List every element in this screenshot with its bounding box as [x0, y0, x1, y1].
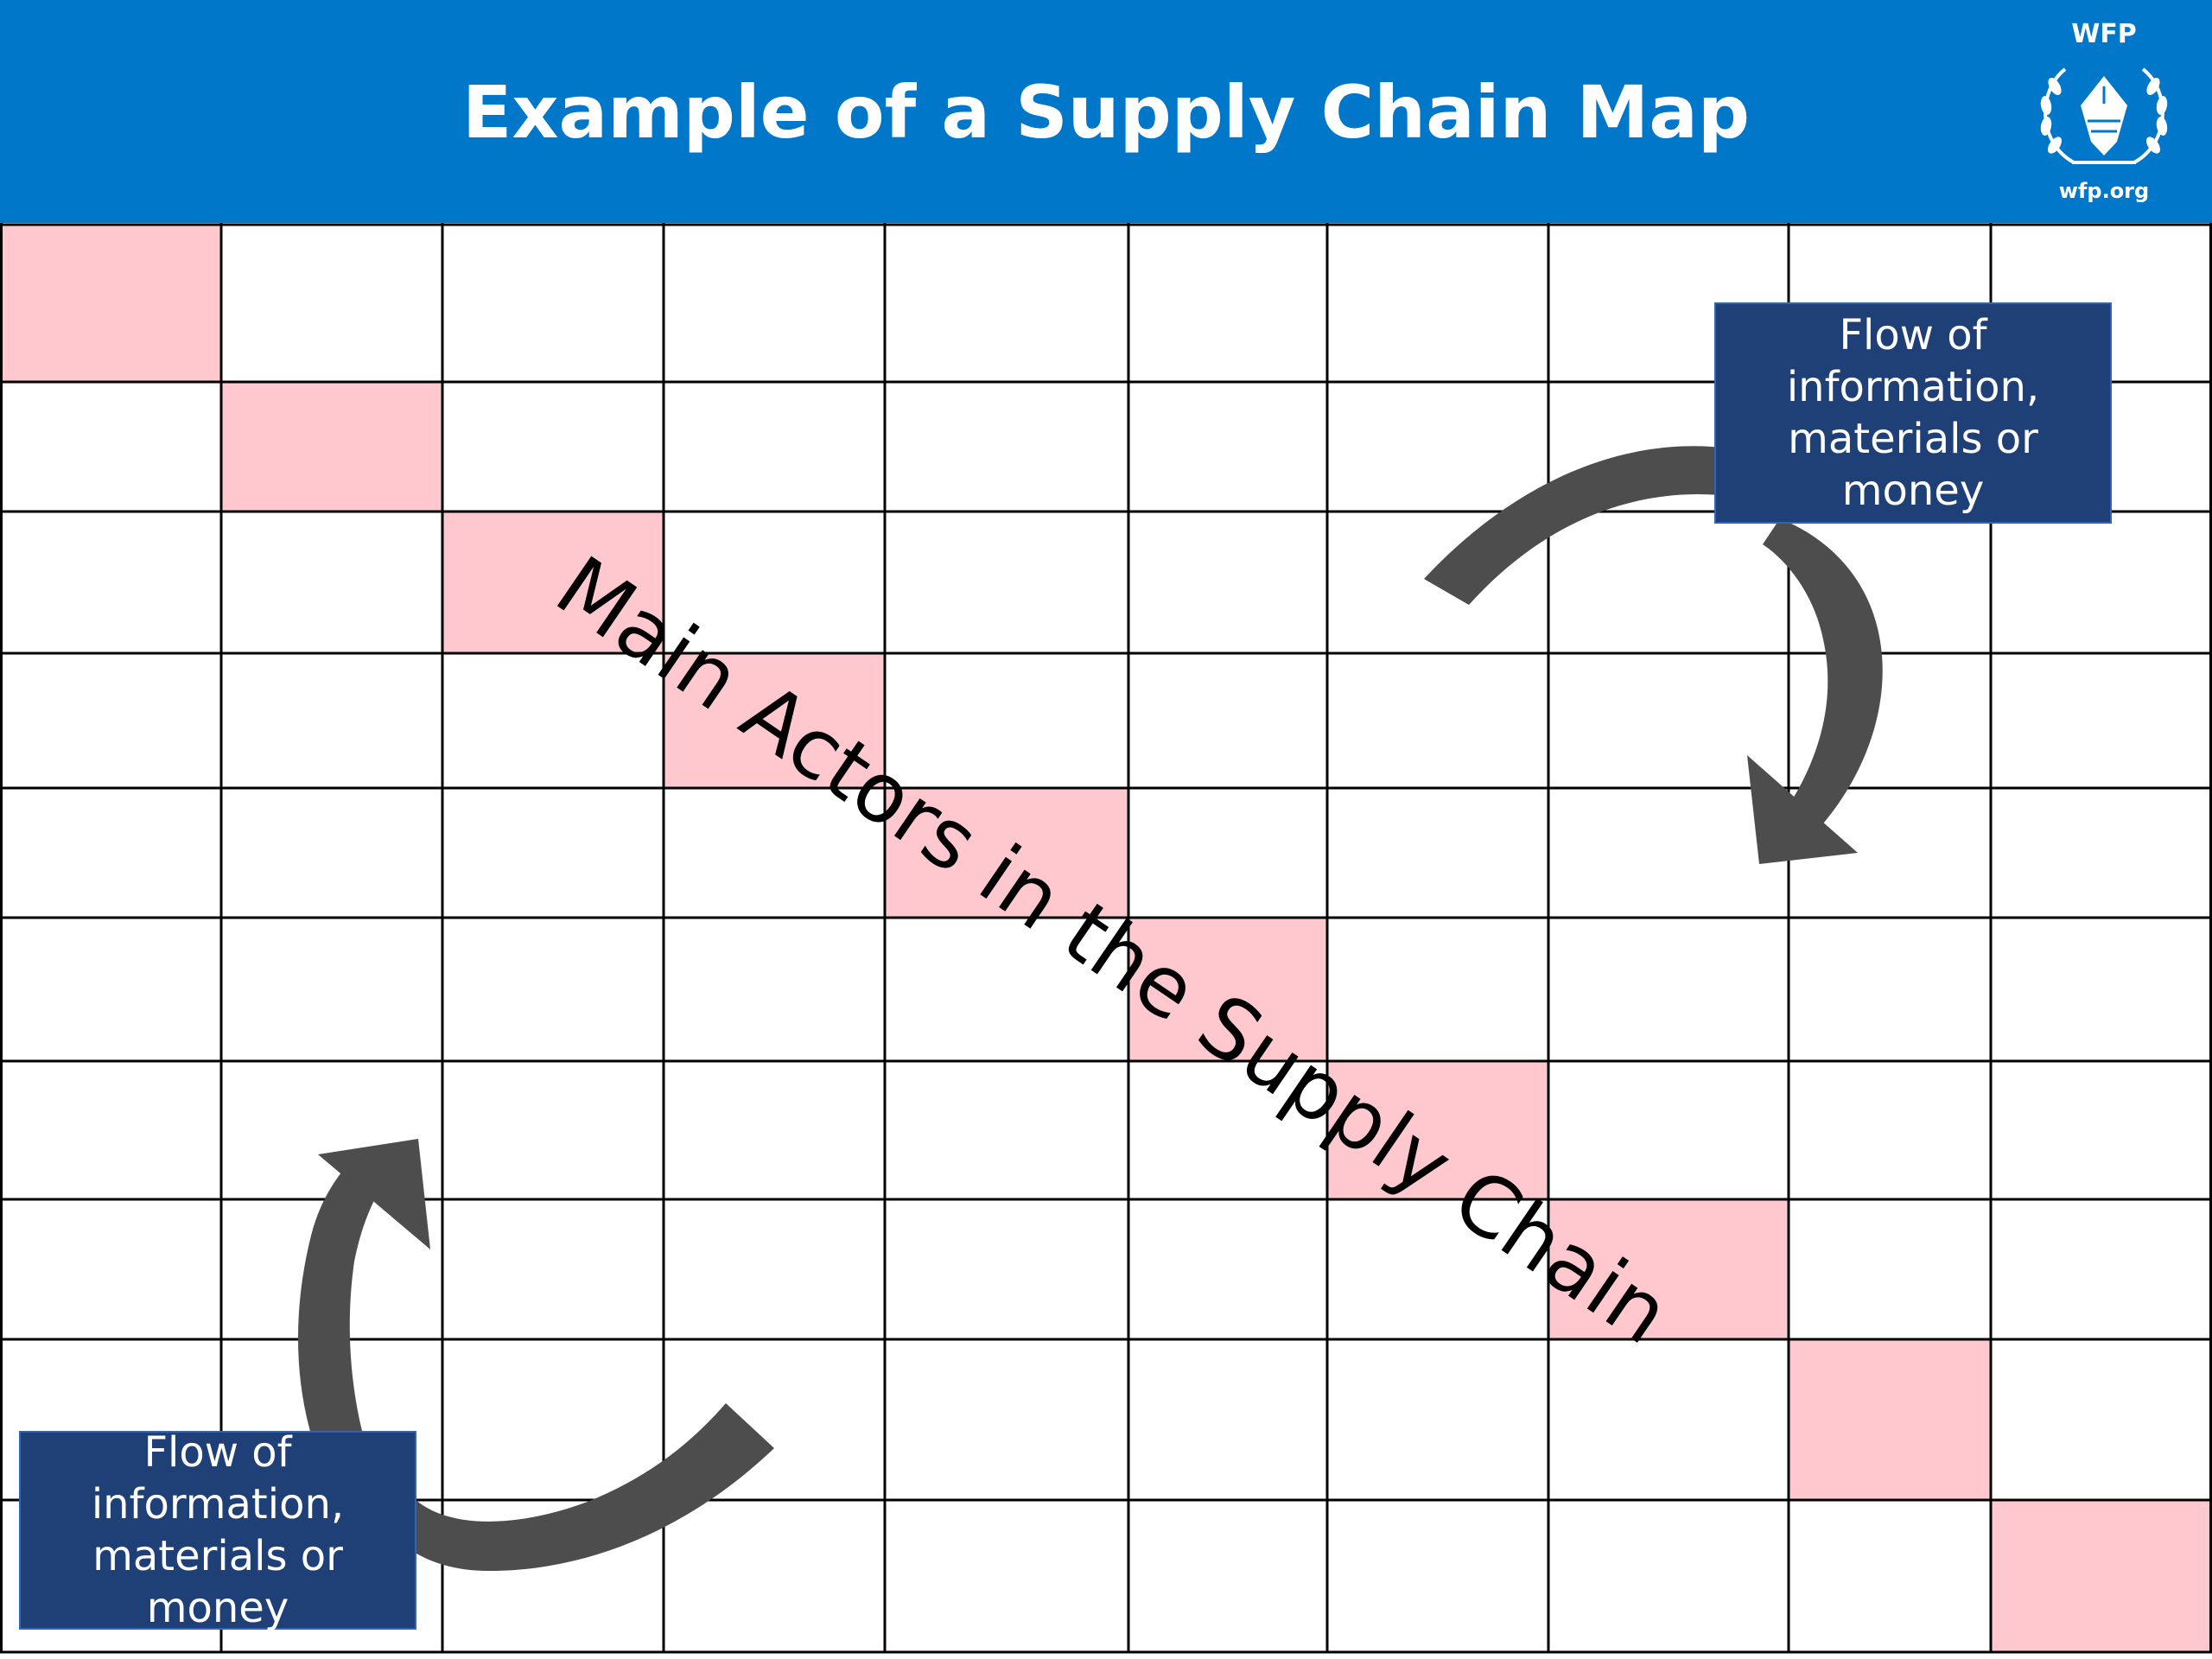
actor-cell: [221, 382, 442, 512]
flow-arrow-top-right: [1424, 446, 1883, 864]
flow-box-line: materials or: [92, 1532, 343, 1580]
flow-box-line: information,: [91, 1480, 345, 1529]
flow-box-line: Flow of: [143, 1428, 292, 1477]
curved-arrow-top-shaft: [1424, 446, 1737, 605]
flow-box-top-right: Flow of information, materials or money: [1714, 302, 2112, 524]
curved-arrow-left-shaft: [298, 1158, 389, 1434]
flow-box-line: money: [1841, 467, 1985, 515]
actor-cell: [664, 653, 885, 788]
actor-cell: [1991, 1500, 2212, 1652]
actor-cell: [442, 512, 664, 653]
actor-cell: [885, 788, 1128, 918]
actor-cell: [1128, 918, 1327, 1061]
curved-arrow-left-head: [318, 1139, 430, 1249]
page-title: Example of a Supply Chain Map: [461, 70, 1751, 155]
actor-cell: [1789, 1339, 1991, 1500]
flow-box-line: materials or: [1788, 415, 2038, 463]
flow-box-line: information,: [1786, 363, 2040, 411]
actor-cell: [1548, 1199, 1789, 1339]
curved-arrow-right-head: [1747, 755, 1858, 864]
flow-arrow-bottom-left: [298, 1139, 774, 1572]
flow-box-bottom-left: Flow of information, materials or money: [19, 1428, 416, 1632]
logo-bottom-text: wfp.org: [2058, 179, 2150, 203]
highlighted-diagonal-cells: [0, 225, 2212, 1652]
curved-arrow-right-shaft: [1763, 518, 1883, 842]
curved-arrow-bottom-shaft: [406, 1403, 774, 1572]
wfp-logo: WFP wfp.org: [2022, 17, 2186, 212]
actor-cell: [0, 225, 221, 382]
logo-top-text: WFP: [2071, 19, 2137, 49]
flow-box-line: Flow of: [1839, 311, 1987, 359]
flow-box-line: money: [146, 1584, 289, 1632]
header-bar: [0, 0, 2212, 223]
actor-cell: [1327, 1061, 1548, 1199]
wfp-laurel-emblem-icon: [2040, 67, 2168, 164]
